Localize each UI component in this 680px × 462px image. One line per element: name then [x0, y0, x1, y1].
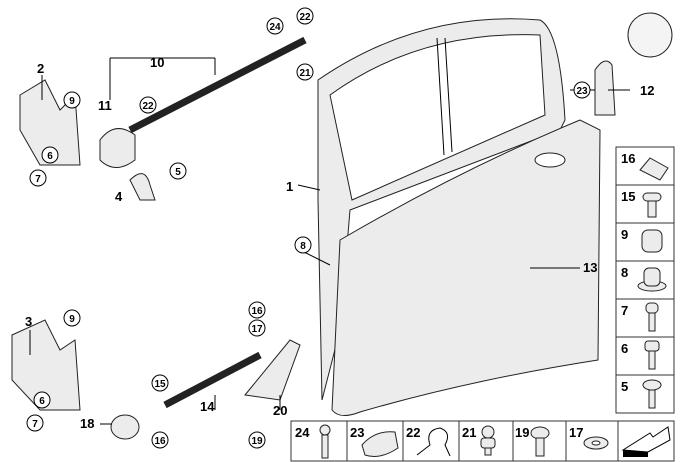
bracket-part-20[interactable] — [244, 339, 301, 401]
door-handle-recess — [534, 152, 566, 168]
legend-9[interactable]: 9 — [621, 227, 628, 242]
check-strap-rod[interactable] — [128, 36, 307, 134]
plug-icon — [361, 431, 399, 457]
leader-lines — [29, 57, 630, 425]
svg-text:6: 6 — [39, 396, 45, 407]
door-outer-panel-part-13[interactable] — [331, 119, 601, 416]
hex-bolt-icon — [644, 340, 660, 352]
svg-text:24: 24 — [269, 22, 281, 33]
pin-icon — [642, 192, 662, 202]
svg-text:16: 16 — [251, 306, 263, 317]
callout-5[interactable]: 5 — [169, 162, 187, 180]
callout-1[interactable]: 1 — [286, 179, 293, 194]
callout-18[interactable]: 18 — [80, 416, 94, 431]
ball-stud-icon — [481, 425, 495, 439]
callout-9-upper[interactable]: 9 — [63, 91, 81, 109]
callout-12[interactable]: 12 — [640, 83, 654, 98]
stop-buffer-part-11[interactable] — [99, 128, 136, 168]
bolt-icon — [645, 302, 659, 314]
legend-17[interactable]: 17 — [569, 425, 583, 440]
bottom-parts-legend: 24 23 22 21 19 17 — [290, 420, 675, 462]
callout-22-upper[interactable]: 22 — [296, 7, 314, 25]
svg-text:21: 21 — [299, 68, 311, 79]
detail-magnifier — [627, 12, 673, 58]
svg-text:8: 8 — [300, 241, 306, 252]
legend-24[interactable]: 24 — [295, 425, 310, 440]
screw-icon — [319, 424, 331, 436]
callout-21[interactable]: 21 — [296, 63, 314, 81]
svg-text:5: 5 — [175, 167, 181, 178]
svg-text:9: 9 — [69, 96, 75, 107]
svg-text:22: 22 — [142, 101, 154, 112]
callout-2[interactable]: 2 — [37, 61, 44, 76]
callout-23-top[interactable]: 23 — [573, 81, 591, 99]
side-parts-legend: 16 15 9 8 7 6 5 — [615, 146, 675, 414]
clip-icon — [639, 157, 669, 181]
callout-3[interactable]: 3 — [25, 314, 32, 329]
legend-7[interactable]: 7 — [621, 303, 628, 318]
rivet-icon — [530, 426, 550, 440]
legend-6[interactable]: 6 — [621, 341, 628, 356]
svg-text:9: 9 — [69, 314, 75, 325]
seal-part-12[interactable] — [594, 60, 616, 116]
legend-8[interactable]: 8 — [621, 265, 628, 280]
svg-text:22: 22 — [299, 12, 311, 23]
callout-20[interactable]: 20 — [273, 403, 287, 418]
svg-text:7: 7 — [35, 174, 41, 185]
callout-19[interactable]: 19 — [248, 431, 266, 449]
callout-11[interactable]: 11 — [98, 98, 112, 113]
callout-8[interactable]: 8 — [294, 236, 312, 254]
spring-clip-icon — [416, 427, 451, 457]
callout-17[interactable]: 17 — [248, 319, 266, 337]
legend-22[interactable]: 22 — [406, 425, 420, 440]
flat-bolt-icon — [642, 379, 662, 391]
legend-15[interactable]: 15 — [621, 189, 635, 204]
door-frame-part-1[interactable] — [317, 18, 566, 401]
legend-19[interactable]: 19 — [515, 425, 529, 440]
lower-hinge-part-3[interactable] — [11, 319, 81, 411]
gas-strut-part-14[interactable] — [163, 351, 262, 409]
svg-text:16: 16 — [154, 436, 166, 447]
svg-text:7: 7 — [32, 419, 38, 430]
callout-16-upper[interactable]: 16 — [248, 301, 266, 319]
callout-15[interactable]: 15 — [151, 374, 169, 392]
callout-7-lower[interactable]: 7 — [26, 414, 44, 432]
circled-callouts: 9 6 7 9 6 7 5 8 22 24 21 22 23 16 17 15 … — [26, 7, 591, 449]
callout-9-lower[interactable]: 9 — [63, 309, 81, 327]
callout-22-lower[interactable]: 22 — [139, 96, 157, 114]
svg-text:23: 23 — [576, 86, 588, 97]
svg-text:15: 15 — [154, 379, 166, 390]
callout-14[interactable]: 14 — [200, 399, 215, 414]
svg-text:17: 17 — [251, 324, 263, 335]
grommet-part-18[interactable] — [110, 414, 140, 440]
bracket-part-4[interactable] — [129, 173, 156, 201]
callout-10[interactable]: 10 — [150, 55, 164, 70]
callout-24-top[interactable]: 24 — [266, 17, 284, 35]
callout-4[interactable]: 4 — [115, 189, 123, 204]
callout-labels: 1 2 3 4 14 10 11 12 13 18 20 — [25, 55, 654, 431]
callout-16-lower[interactable]: 16 — [151, 431, 169, 449]
callout-6-upper[interactable]: 6 — [41, 146, 59, 164]
callout-6-lower[interactable]: 6 — [33, 391, 51, 409]
legend-23[interactable]: 23 — [350, 425, 364, 440]
upper-hinge-part-2[interactable] — [19, 79, 81, 166]
svg-text:6: 6 — [47, 151, 53, 162]
callout-13[interactable]: 13 — [583, 260, 597, 275]
svg-text:19: 19 — [251, 436, 263, 447]
legend-16[interactable]: 16 — [621, 151, 635, 166]
callout-7-upper[interactable]: 7 — [29, 169, 47, 187]
legend-21[interactable]: 21 — [462, 425, 476, 440]
legend-5[interactable]: 5 — [621, 379, 628, 394]
cap-nut-icon — [641, 229, 663, 253]
